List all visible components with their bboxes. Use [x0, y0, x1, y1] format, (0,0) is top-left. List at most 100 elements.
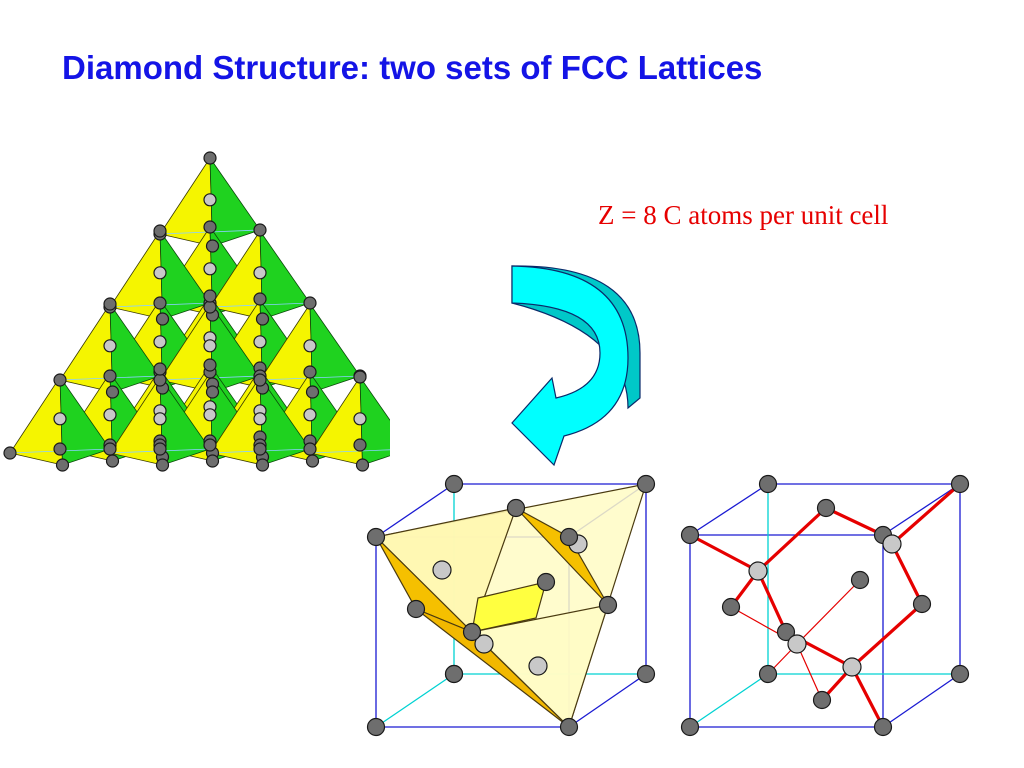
atom-dark — [53, 373, 67, 387]
atom-light — [253, 335, 267, 349]
atom-dark — [406, 599, 426, 619]
atom-dark — [203, 358, 217, 372]
atom-dark — [205, 454, 220, 468]
atom-dark — [873, 717, 893, 737]
atom-dark — [850, 570, 870, 590]
atom-dark — [255, 312, 270, 326]
atom-dark — [366, 717, 386, 737]
atom-light — [432, 560, 452, 580]
curved-arrow-icon — [511, 265, 641, 467]
atom-light — [153, 266, 167, 280]
atom-light — [203, 262, 217, 276]
atom-dark — [153, 296, 167, 310]
atom-dark — [105, 385, 120, 399]
atom-dark — [636, 474, 656, 494]
atom-dark — [353, 370, 367, 384]
atom-dark — [3, 446, 17, 460]
atom-dark — [205, 385, 220, 399]
atom-dark — [255, 458, 270, 472]
tetra-face-green — [259, 229, 311, 320]
atom-dark — [536, 572, 556, 592]
atom-dark — [680, 525, 700, 545]
atom-dark — [153, 362, 167, 376]
atom-dark — [598, 595, 618, 615]
atom-dark — [155, 312, 170, 326]
atom-dark — [103, 442, 117, 456]
tetra-face-green — [309, 302, 361, 393]
atom-light — [303, 339, 317, 353]
atom-light — [353, 412, 367, 426]
atom-dark — [155, 458, 170, 472]
atom-light — [474, 634, 494, 654]
atom-dark — [253, 292, 267, 306]
atom-dark — [950, 664, 970, 684]
atom-dark — [355, 458, 370, 472]
tetra-face — [471, 581, 547, 633]
atom-dark — [153, 224, 167, 238]
atom-dark — [758, 474, 778, 494]
atom-dark — [816, 498, 836, 518]
atom-dark — [203, 220, 217, 234]
atom-light — [253, 412, 267, 426]
atom-dark — [912, 594, 932, 614]
atom-light — [153, 412, 167, 426]
atom-dark — [153, 373, 167, 387]
atom-light — [203, 339, 217, 353]
atom-light — [103, 408, 117, 422]
title: Diamond Structure: two sets of FCC Latti… — [62, 49, 763, 86]
atom-dark — [103, 297, 117, 311]
atom-dark — [366, 527, 386, 547]
atom-dark — [353, 438, 367, 452]
atom-dark — [303, 296, 317, 310]
cube-edges — [689, 483, 961, 728]
caption: Z = 8 C atoms per unit cell — [598, 200, 889, 230]
atom-dark — [559, 527, 579, 547]
arrow-body — [511, 265, 629, 467]
atom-dark — [758, 664, 778, 684]
tetra-face — [515, 507, 609, 606]
atom-dark — [203, 438, 217, 452]
atom-dark — [253, 223, 267, 237]
atom-dark — [103, 369, 117, 383]
atom-dark — [303, 442, 317, 456]
atom-dark — [205, 239, 220, 253]
atom-dark — [776, 622, 796, 642]
diamond-cube-bonds — [680, 474, 970, 737]
atom-dark — [950, 474, 970, 494]
atom-dark — [506, 498, 526, 518]
atom-dark — [812, 690, 832, 710]
atom-dark — [253, 373, 267, 387]
atom-dark — [636, 664, 656, 684]
atom-light — [787, 634, 807, 654]
atom-dark — [680, 717, 700, 737]
atom-light — [253, 266, 267, 280]
atom-dark — [55, 458, 70, 472]
atom-dark — [305, 454, 320, 468]
atom-dark — [444, 664, 464, 684]
diamond-cube-tetrahedra — [366, 474, 656, 737]
atom-dark — [153, 442, 167, 456]
hidden-edges — [689, 484, 960, 728]
atom-dark — [253, 442, 267, 456]
atom-light — [203, 193, 217, 207]
atom-light — [748, 561, 768, 581]
atom-light — [842, 657, 862, 677]
atom-dark — [462, 622, 482, 642]
atom-dark — [305, 385, 320, 399]
atom-light — [528, 656, 548, 676]
atom-dark — [53, 442, 67, 456]
atom-dark — [105, 454, 120, 468]
atom-light — [153, 335, 167, 349]
atom-dark — [203, 289, 217, 303]
atom-light — [882, 534, 902, 554]
atom-dark — [721, 597, 741, 617]
tetrahedra-pyramid — [3, 151, 390, 472]
atom-light — [103, 339, 117, 353]
atom-dark — [303, 365, 317, 379]
atom-dark — [559, 717, 579, 737]
atom-light — [203, 408, 217, 422]
tetra-face-green — [209, 156, 261, 247]
atom-light — [53, 412, 67, 426]
atom-dark — [203, 300, 217, 314]
atom-light — [303, 408, 317, 422]
